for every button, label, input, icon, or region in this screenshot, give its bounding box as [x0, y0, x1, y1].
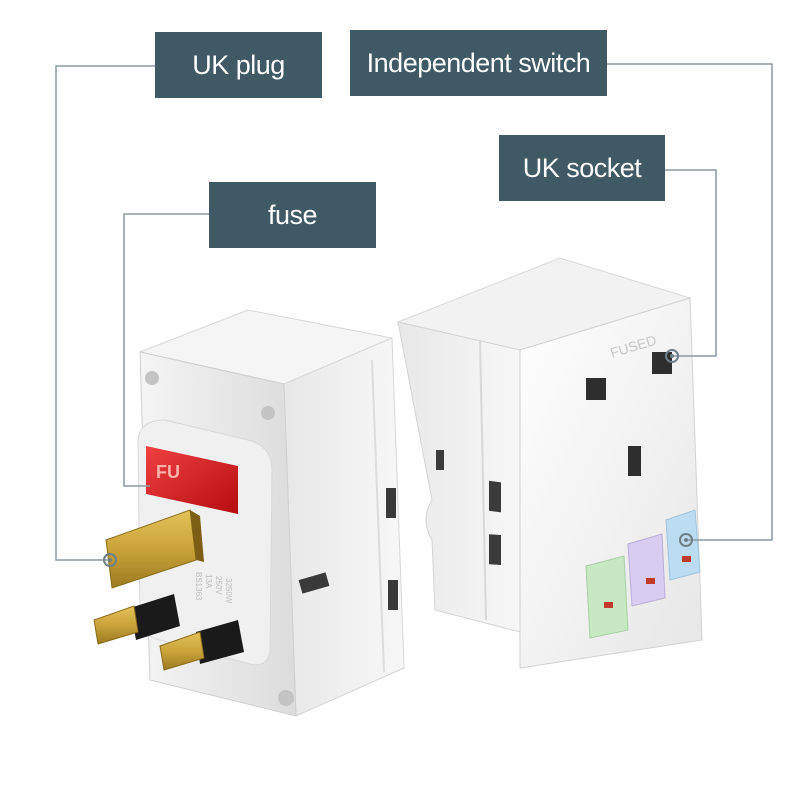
side-socket-slot — [436, 450, 444, 470]
marker-uk-socket — [665, 349, 679, 363]
svg-text:3250W: 3250W — [224, 578, 233, 604]
left-adapter: FU BS1363 13A 250V 3250W — [93, 309, 405, 717]
side-socket-slot — [489, 534, 501, 566]
leader-dots — [103, 349, 693, 567]
fuse-holder[interactable]: FU — [146, 446, 238, 514]
switch-purple[interactable] — [627, 533, 666, 607]
uk-plug-label: UK plug — [155, 32, 322, 98]
svg-text:BS1363: BS1363 — [194, 572, 203, 601]
socket-hole-earth — [628, 446, 641, 476]
svg-text:13A: 13A — [204, 574, 213, 589]
fuse-label: fuse — [209, 182, 376, 248]
earth-pin — [105, 509, 204, 589]
leader-independent-switch — [607, 63, 773, 541]
side-socket-slot — [489, 480, 501, 513]
neutral-pin — [159, 620, 244, 671]
right-adapter: FUSED — [396, 257, 703, 669]
socket-hole — [652, 352, 672, 374]
uk-socket-label: UK socket — [499, 135, 665, 201]
independent-switch-label: Independent switch — [350, 30, 607, 96]
plug-ratings: BS1363 13A 250V 3250W — [194, 572, 233, 604]
socket-hole — [586, 378, 606, 400]
leader-lines — [55, 63, 773, 561]
side-socket-slot — [388, 580, 398, 610]
screw-hole — [145, 371, 159, 385]
side-socket-slot — [386, 488, 396, 518]
leader-uk-socket — [665, 169, 717, 357]
side-socket-slot — [298, 572, 330, 594]
screw-hole — [261, 406, 275, 420]
svg-text:250V: 250V — [214, 576, 223, 595]
leader-fuse — [123, 213, 209, 487]
switch-green[interactable] — [585, 555, 629, 639]
leader-uk-plug — [55, 65, 155, 561]
marker-switch — [679, 533, 693, 547]
marker-uk-plug — [103, 553, 117, 567]
fuse-marking: FU — [156, 462, 180, 482]
live-pin — [93, 594, 180, 645]
screw-hole — [278, 690, 294, 706]
